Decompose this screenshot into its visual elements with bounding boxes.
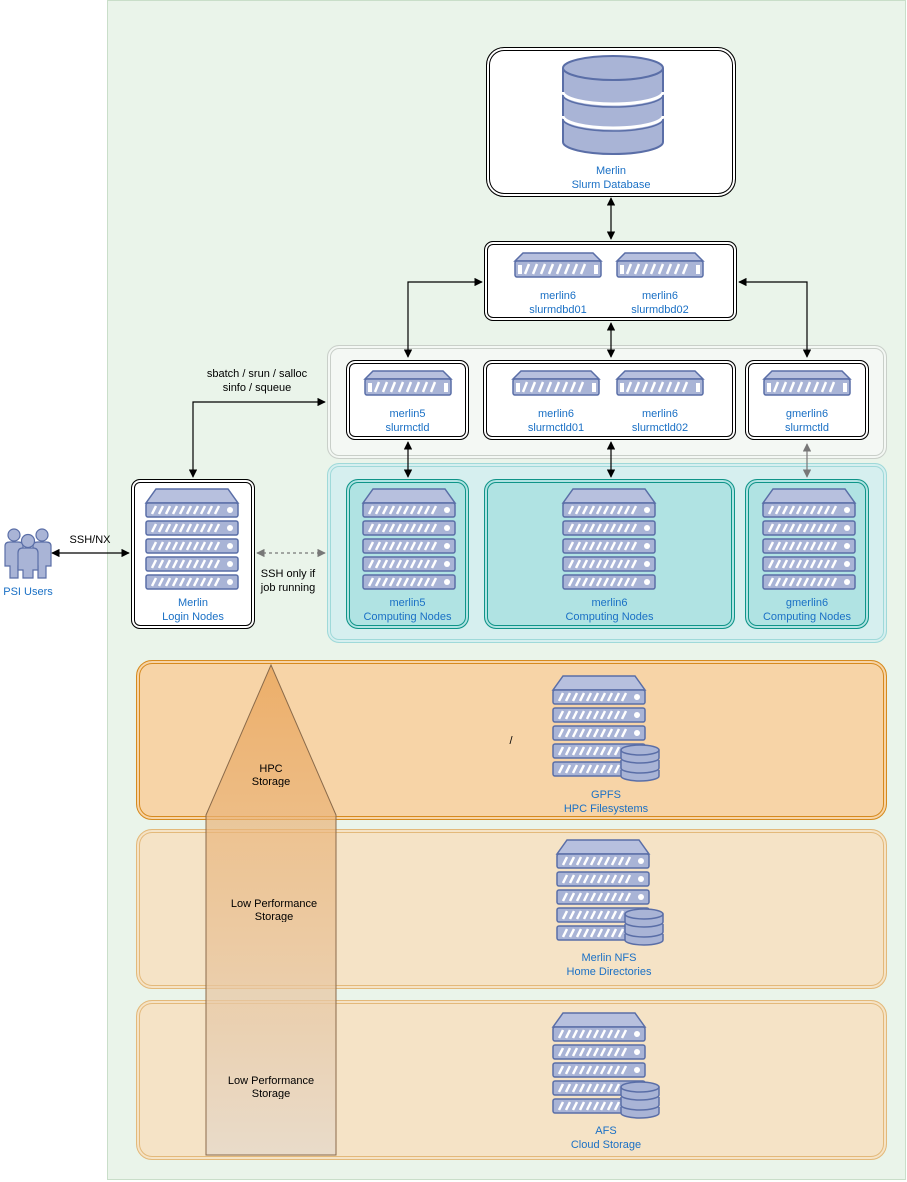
merlin5-slurmctld-label: merlin5 slurmctld: [385, 408, 430, 434]
merlin6-slurmctld01-server-icon: [511, 369, 601, 397]
merlin5-slurmctld-box: [346, 360, 469, 440]
gmerlin6-computing-server-icon: [763, 489, 855, 589]
afs-label: AFS Cloud Storage: [570, 1125, 642, 1151]
merlin5-computing-server-icon: [363, 489, 455, 589]
gpfs-label: GPFS HPC Filesystems: [563, 789, 649, 815]
slurmdbd01-label: merlin6 slurmdbd01: [529, 290, 587, 316]
login-server-icon: [146, 489, 238, 589]
merlin6-computing-label: merlin6 Computing Nodes: [565, 597, 654, 623]
gmerlin6-slurmctld-server-icon: [762, 369, 852, 397]
gpfs-disk-icon: [620, 744, 660, 782]
nfs-label: Merlin NFS Home Directories: [566, 952, 652, 978]
gpfs-slash: /: [509, 735, 513, 747]
database-icon: [561, 55, 665, 155]
dbd-merlin5ctld-link: [403, 277, 483, 358]
low-performance-storage-label-2: Low Performance Storage: [227, 1075, 315, 1099]
connection-arrows: [51, 197, 812, 558]
gmerlin6-computing-label: gmerlin6 Computing Nodes: [762, 597, 852, 623]
login-slurm-link: [188, 397, 326, 478]
ssh-only-label: SSH only if job running: [260, 568, 316, 594]
gmerlin6-slurmctld-label: gmerlin6 slurmctld: [784, 408, 829, 434]
users-icon: [4, 528, 52, 579]
users-label: PSI Users: [3, 586, 53, 598]
afs-disk-icon: [620, 1081, 660, 1119]
slurmdbd01-server-icon: [513, 251, 603, 279]
slurm-commands-label: sbatch / srun / salloc sinfo / squeue: [206, 368, 308, 394]
storage-performance-arrow: [205, 663, 337, 1156]
login-nodes-label: Merlin Login Nodes: [162, 597, 224, 623]
merlin5-slurmctld-server-icon: [363, 369, 453, 397]
ssh-nx-label: SSH/NX: [69, 534, 111, 546]
merlin6-slurmctld02-server-icon: [615, 369, 705, 397]
merlin5-computing-label: merlin5 Computing Nodes: [363, 597, 452, 623]
dbd-gmerlin6ctld-link: [738, 277, 812, 358]
slurmdbd02-server-icon: [615, 251, 705, 279]
nfs-disk-icon: [624, 908, 664, 946]
merlin6-computing-server-icon: [563, 489, 655, 589]
database-label: Merlin Slurm Database: [571, 165, 651, 191]
low-performance-storage-label-1: Low Performance Storage: [230, 898, 318, 922]
slurmdbd02-label: merlin6 slurmdbd02: [631, 290, 689, 316]
hpc-storage-label: HPC Storage: [251, 763, 291, 787]
merlin6-slurmctld01-label: merlin6 slurmctld01: [527, 408, 585, 434]
merlin6-slurmctld02-label: merlin6 slurmctld02: [631, 408, 689, 434]
